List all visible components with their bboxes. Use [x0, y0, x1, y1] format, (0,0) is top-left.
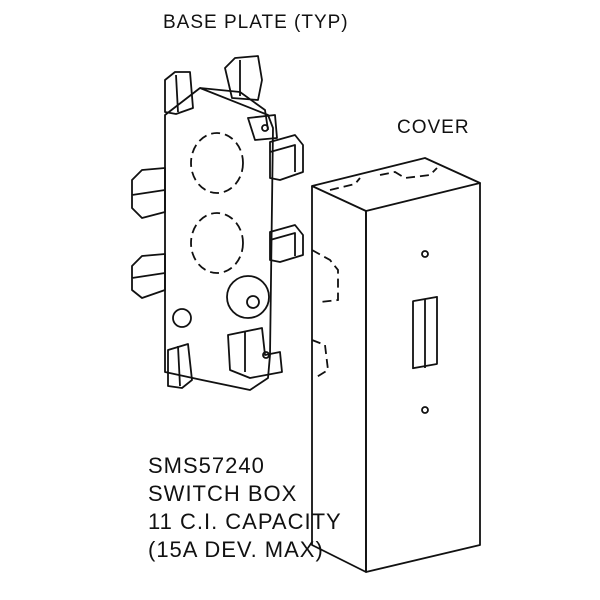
product-description: SMS57240 SWITCH BOX 11 C.I. CAPACITY (15… [148, 452, 342, 564]
cover [311, 157, 481, 573]
rating: (15A DEV. MAX) [148, 537, 324, 562]
cover-label: COVER [397, 117, 470, 138]
capacity: 11 C.I. CAPACITY [148, 509, 342, 534]
product-name: SWITCH BOX [148, 481, 298, 506]
base-plate-label: BASE PLATE (TYP) [163, 12, 349, 33]
base-plate [131, 55, 304, 391]
part-number: SMS57240 [148, 453, 265, 478]
